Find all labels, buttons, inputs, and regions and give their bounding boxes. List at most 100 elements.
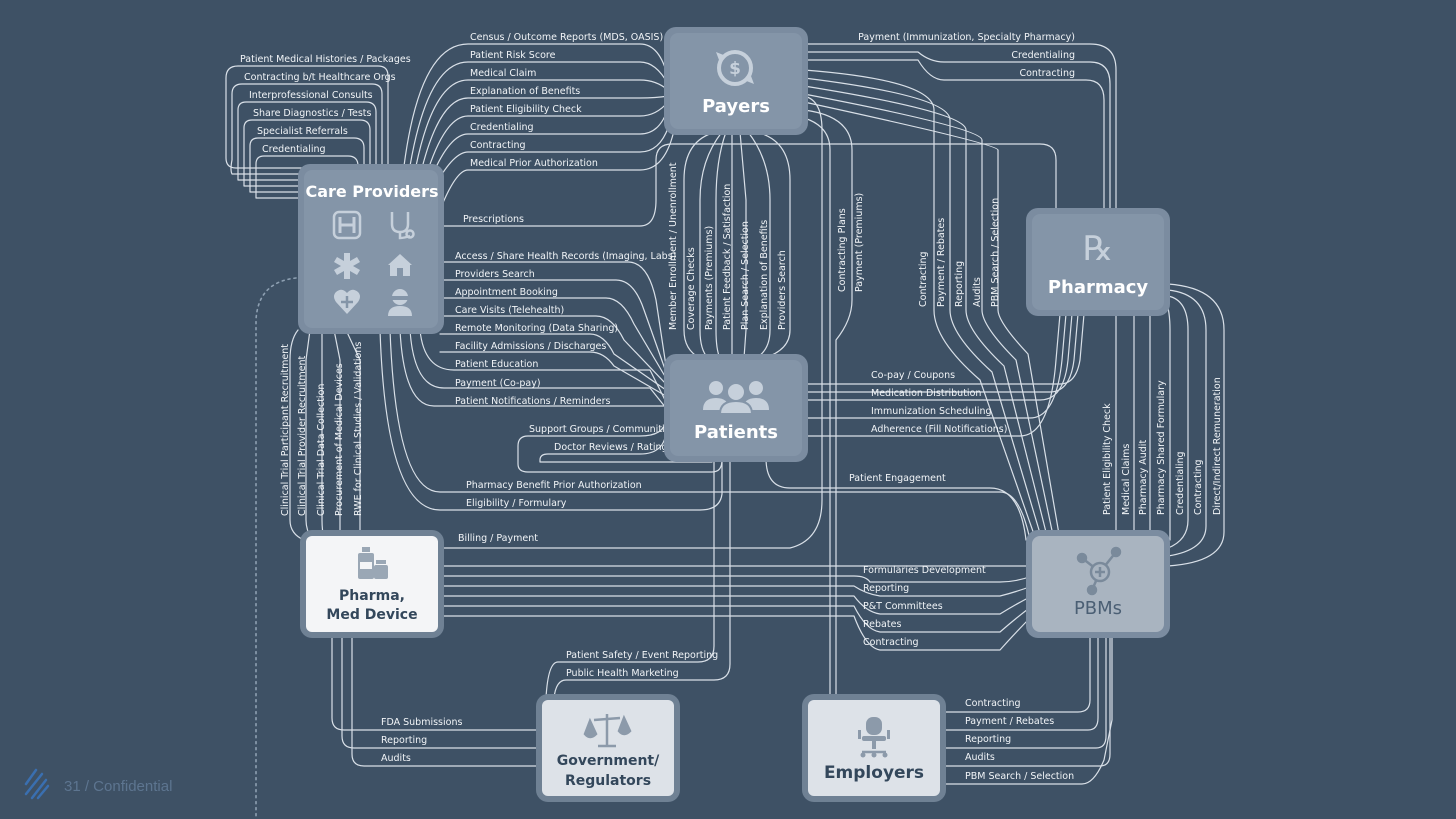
edge-label: Public Health Marketing — [566, 668, 679, 679]
page-number-confidential: 31 / Confidential — [64, 777, 173, 795]
edge-label: Contracting — [918, 251, 929, 307]
edge-label: Credentialing — [1175, 451, 1186, 515]
node-pbms: PBMs — [1026, 530, 1170, 638]
node-title: Payers — [702, 96, 770, 117]
edge-label: Reporting — [381, 735, 427, 746]
edge-label: Explanation of Benefits — [759, 220, 770, 330]
edge-label: Patient Feedback / Satisfaction — [722, 184, 733, 330]
edge-label: Formularies Development — [863, 565, 986, 576]
edge-label: Payment / Rebates — [936, 218, 947, 307]
node-title: Pharmacy — [1048, 277, 1149, 298]
edge-label: Access / Share Health Records (Imaging, … — [455, 251, 676, 262]
node-title: Employers — [824, 763, 924, 783]
edge-label: Payment (Premiums) — [854, 193, 865, 292]
edge-label: Facility Admissions / Discharges — [455, 341, 606, 352]
node-government-regulators: Government/ Regulators — [536, 694, 680, 802]
edge-label: Contracting — [1193, 459, 1204, 515]
node-pharmacy: ℞ Pharmacy — [1026, 208, 1170, 316]
edge-label: Patient Education — [455, 359, 538, 370]
medicine-bottles-icon — [358, 547, 388, 579]
node-title: PBMs — [1074, 598, 1122, 619]
edge-label: Medical Prior Authorization — [470, 158, 598, 169]
node-title: Med Device — [326, 607, 417, 623]
edge-label: Appointment Booking — [455, 287, 558, 298]
edge-label: Specialist Referrals — [257, 126, 348, 137]
svg-text:℞: ℞ — [1083, 229, 1113, 269]
edge-label: Reporting — [863, 583, 909, 594]
edge-label: Contracting — [1019, 68, 1075, 79]
edge-label: Adherence (Fill Notifications) — [871, 424, 1007, 435]
edge-label: Medication Distribution — [871, 388, 981, 399]
svg-text:$: $ — [729, 59, 741, 79]
edge-label: RWE for Clinical Studies / Validations — [353, 342, 364, 516]
edge-label: Contracting — [863, 637, 919, 648]
edge-label: Patient Medical Histories / Packages — [240, 54, 411, 65]
edge-label: Clinical Trial Participant Recruitment — [280, 344, 291, 516]
edge-label: Pharmacy Benefit Prior Authorization — [466, 480, 642, 491]
edge-label: Audits — [972, 277, 983, 307]
edge-label: Prescriptions — [463, 214, 524, 225]
edge-label: Contracting — [965, 698, 1021, 709]
surgeon-icon — [388, 289, 412, 316]
people-group-icon — [703, 381, 769, 415]
edge-label: Explanation of Benefits — [470, 86, 580, 97]
edge-label: Patient Risk Score — [470, 50, 556, 61]
hospital-icon — [332, 210, 362, 240]
edge-label: Credentialing — [262, 144, 326, 155]
node-payers: $ Payers — [664, 27, 808, 135]
edge-label: Care Visits (Telehealth) — [455, 305, 564, 316]
edge-label: Clinical Trial Provider Recruitment — [297, 356, 308, 516]
edge-label: Share Diagnostics / Tests — [253, 108, 372, 119]
edge-label: Eligibility / Formulary — [466, 498, 567, 509]
edge-label: Rebates — [863, 619, 901, 630]
edge-label: Billing / Payment — [458, 533, 538, 544]
edge-label: Credentialing — [470, 122, 534, 133]
edge-label: Doctor Reviews / Ratings — [554, 442, 673, 453]
molecule-plus-icon — [1076, 546, 1122, 596]
medical-star-icon — [334, 253, 360, 279]
edge-label: Census / Outcome Reports (MDS, OASIS) — [470, 32, 663, 43]
company-logo-icon — [24, 768, 50, 804]
edge-label: Procurement of Medical Devices — [334, 363, 345, 516]
edge-label: Contracting Plans — [837, 208, 848, 292]
edge-label: PBM Search / Selection — [990, 198, 1001, 307]
edge-label: Patient Engagement — [849, 473, 946, 484]
node-employers: Employers — [802, 694, 946, 802]
node-title: Patients — [694, 422, 778, 443]
edge-label: Coverage Checks — [686, 247, 697, 330]
edge-label: Reporting — [965, 734, 1011, 745]
node-title: Pharma, — [339, 588, 405, 604]
edge-label: Medical Claim — [470, 68, 536, 79]
heart-plus-icon — [334, 289, 360, 314]
node-title: Regulators — [565, 773, 651, 789]
edge-label: Patient Eligibility Check — [470, 104, 582, 115]
footer: 31 / Confidential — [24, 768, 173, 804]
edge-label: Pharmacy Audit — [1138, 440, 1149, 515]
node-pharma-med-device: Pharma, Med Device — [300, 530, 444, 638]
edge-label: Direct/Indirect Remuneration — [1212, 377, 1223, 515]
edge-label: Member Enrollment / Unenrollment — [668, 162, 679, 330]
edge-label: Contracting b/t Healthcare Orgs — [244, 72, 396, 83]
rx-icon: ℞ — [1083, 229, 1113, 269]
edge-label: FDA Submissions — [381, 717, 462, 728]
edge-label: Credentialing — [1011, 50, 1075, 61]
edge-label: Plan Search / Selection — [740, 221, 751, 330]
edge-label: Payment (Co-pay) — [455, 378, 541, 389]
node-title: Government/ — [557, 753, 660, 769]
house-icon — [388, 254, 412, 276]
edge-label: Providers Search — [455, 269, 535, 280]
edge-label: Payment (Immunization, Specialty Pharmac… — [858, 32, 1075, 43]
edge-label: Patient Notifications / Reminders — [455, 396, 611, 407]
edge-label: Reporting — [954, 261, 965, 307]
edge-label: Immunization Scheduling — [871, 406, 992, 417]
office-chair-icon — [858, 717, 890, 758]
dollar-refresh-icon: $ — [716, 50, 754, 86]
edge-label: Patient Safety / Event Reporting — [566, 650, 718, 661]
edge-label: PBM Search / Selection — [965, 771, 1074, 782]
edge-label: P&T Committees — [863, 601, 943, 612]
edge-labels: Patient Medical Histories / Packages Con… — [240, 32, 1223, 782]
edge-label: Patient Eligibility Check — [1102, 403, 1113, 515]
edge-label: Co-pay / Coupons — [871, 370, 955, 381]
edge-label: Clinical Trial Data Collection — [316, 384, 327, 516]
